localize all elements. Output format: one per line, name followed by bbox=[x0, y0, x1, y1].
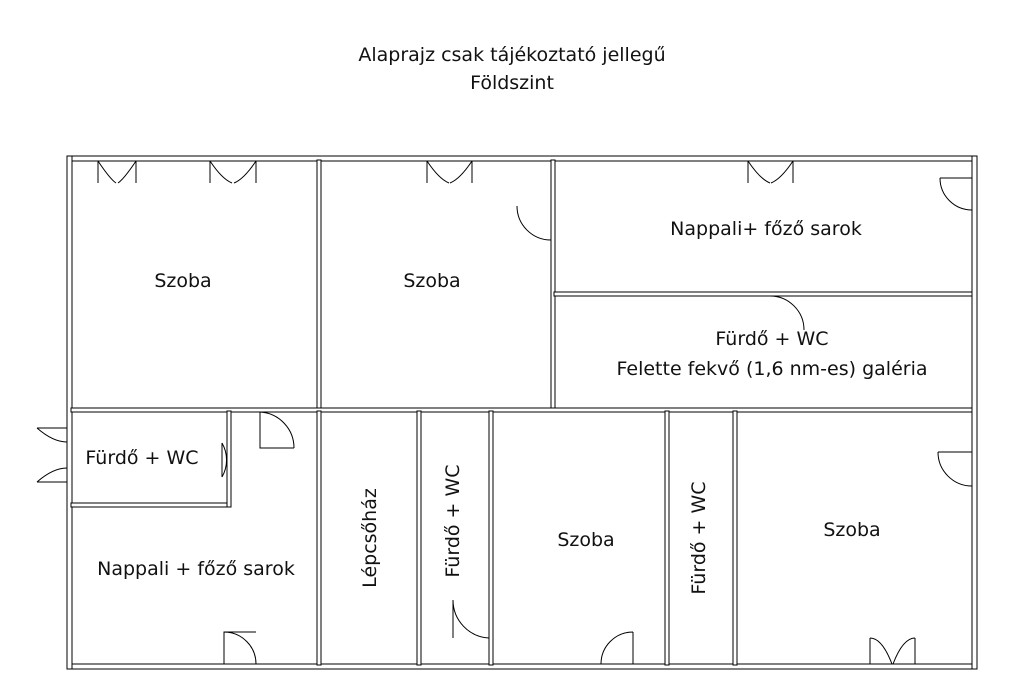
room-label-szoba-3: Szoba bbox=[557, 529, 614, 551]
doors-and-windows bbox=[36, 160, 973, 665]
room-label-szoba-4: Szoba bbox=[823, 519, 880, 541]
room-label-furdo-vert-1: Fürdő + WC bbox=[442, 464, 464, 577]
room-label-furdo-gallery-2: Felette fekvő (1,6 nm-es) galéria bbox=[617, 358, 928, 380]
plan-subtitle: Földszint bbox=[470, 72, 554, 94]
plan-title: Alaprajz csak tájékoztató jellegű bbox=[358, 44, 666, 66]
room-label-furdo-gallery-1: Fürdő + WC bbox=[715, 328, 828, 350]
outer-walls bbox=[66, 155, 978, 670]
room-label-lepcsohaz: Lépcsőház bbox=[359, 488, 381, 588]
room-label-szoba-1: Szoba bbox=[154, 270, 211, 292]
interior-walls bbox=[70, 159, 973, 666]
room-label-furdo-vert-2: Fürdő + WC bbox=[688, 481, 710, 594]
room-label-nappali-bottom: Nappali + főző sarok bbox=[97, 558, 295, 580]
room-label-szoba-2: Szoba bbox=[403, 270, 460, 292]
room-label-furdo-small: Fürdő + WC bbox=[85, 447, 198, 469]
room-label-nappali-top: Nappali+ főző sarok bbox=[670, 218, 862, 240]
